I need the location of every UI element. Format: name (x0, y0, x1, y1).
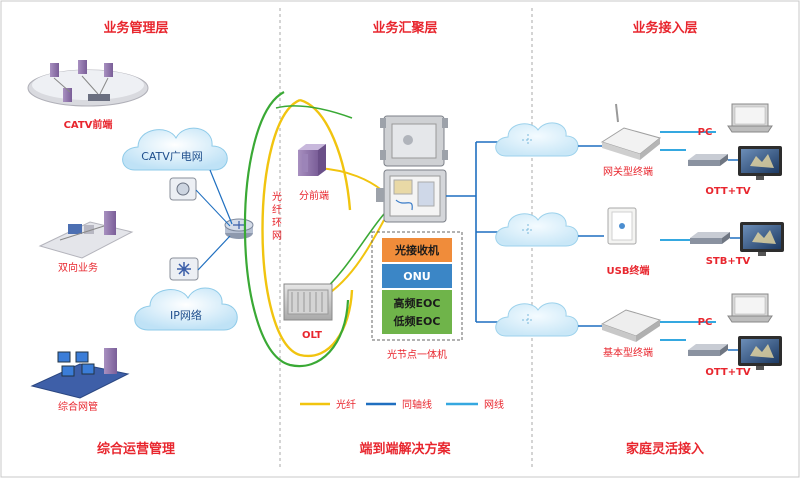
node-row-onu: ONU (403, 270, 431, 283)
ott-tv-label-1: OTT+TV (705, 186, 751, 197)
laptop-icon-2 (727, 293, 773, 323)
tv-icon-3 (738, 336, 782, 370)
access-cloud-2 (495, 212, 579, 247)
two-way-services-label: 双向业务 (58, 261, 98, 274)
svg-text:纤: 纤 (272, 203, 282, 216)
switch-icon (169, 257, 199, 281)
svg-text:环: 环 (272, 218, 282, 229)
catv-headend-label: CATV前端 (64, 118, 113, 131)
optical-node-closed-icon (380, 115, 448, 167)
usb-terminal-label: USB终端 (607, 264, 650, 277)
fiber-top-green (275, 105, 353, 119)
fiber-ring-label: 光 纤 环 网 (272, 190, 282, 242)
link-catv-router (209, 169, 233, 225)
tv-icon-1 (738, 146, 782, 180)
stb-tv-label: STB+TV (706, 256, 751, 267)
node-row-lf-eoc: 低频EOC (393, 314, 441, 328)
footer-home: 家庭灵活接入 (626, 441, 704, 457)
pc-label-2: PC (698, 317, 713, 328)
olt-icon (283, 283, 333, 321)
access-cloud-1 (495, 122, 579, 157)
sub-headend-label: 分前端 (299, 189, 329, 202)
coax-tree (446, 141, 500, 323)
link-ip-router (197, 235, 231, 271)
catv-cloud-icon (122, 127, 228, 171)
access-cloud-3 (495, 302, 579, 337)
two-way-services-icon (38, 211, 134, 259)
layer-title-management: 业务管理层 (103, 20, 168, 36)
link-tx-router (195, 189, 231, 227)
fiber-ring-green (243, 91, 350, 368)
layer-title-aggregation: 业务汇聚层 (372, 20, 437, 36)
node-row-hf-eoc: 高频EOC (394, 296, 441, 310)
node-function-box (371, 231, 463, 341)
optical-node-open-icon (376, 169, 447, 223)
catv-headend-icon (27, 60, 149, 107)
nms-icon (30, 348, 130, 399)
laptop-icon-1 (727, 103, 773, 133)
sub-headend-icon (298, 144, 326, 176)
legend-coax-label: 同轴线 (402, 398, 432, 411)
gateway-terminal-icon (600, 103, 662, 160)
optical-transmitter-icon (169, 177, 197, 201)
footer-ops: 综合运营管理 (97, 441, 175, 457)
basic-terminal-icon (600, 309, 662, 342)
usb-terminal-icon (607, 207, 637, 245)
stb-icon-2 (690, 232, 730, 244)
stb-icon-1 (688, 154, 728, 166)
svg-text:光: 光 (272, 190, 282, 203)
olt-label: OLT (302, 330, 322, 341)
catv-cloud-label: CATV广电网 (141, 150, 203, 163)
tv-icon-2 (740, 222, 784, 256)
legend-net-label: 网线 (484, 398, 504, 411)
pc-label-1: PC (698, 127, 713, 138)
ip-cloud-label: IP网络 (170, 308, 202, 322)
legend-fiber-label: 光纤 (336, 398, 356, 411)
basic-terminal-label: 基本型终端 (603, 346, 653, 359)
ott-tv-label-2: OTT+TV (705, 367, 751, 378)
ip-cloud-icon (134, 287, 238, 331)
stb-icon-3 (688, 344, 728, 356)
fiber-headend-node (317, 167, 385, 193)
node-row-receiver: 光接收机 (394, 243, 439, 257)
nms-label: 综合网管 (58, 400, 98, 413)
layer-title-access: 业务接入层 (632, 20, 697, 36)
node-title: 光节点一体机 (387, 348, 447, 361)
footer-e2e: 端到端解决方案 (359, 441, 451, 457)
gateway-terminal-label: 网关型终端 (603, 165, 653, 178)
svg-text:网: 网 (272, 230, 282, 242)
